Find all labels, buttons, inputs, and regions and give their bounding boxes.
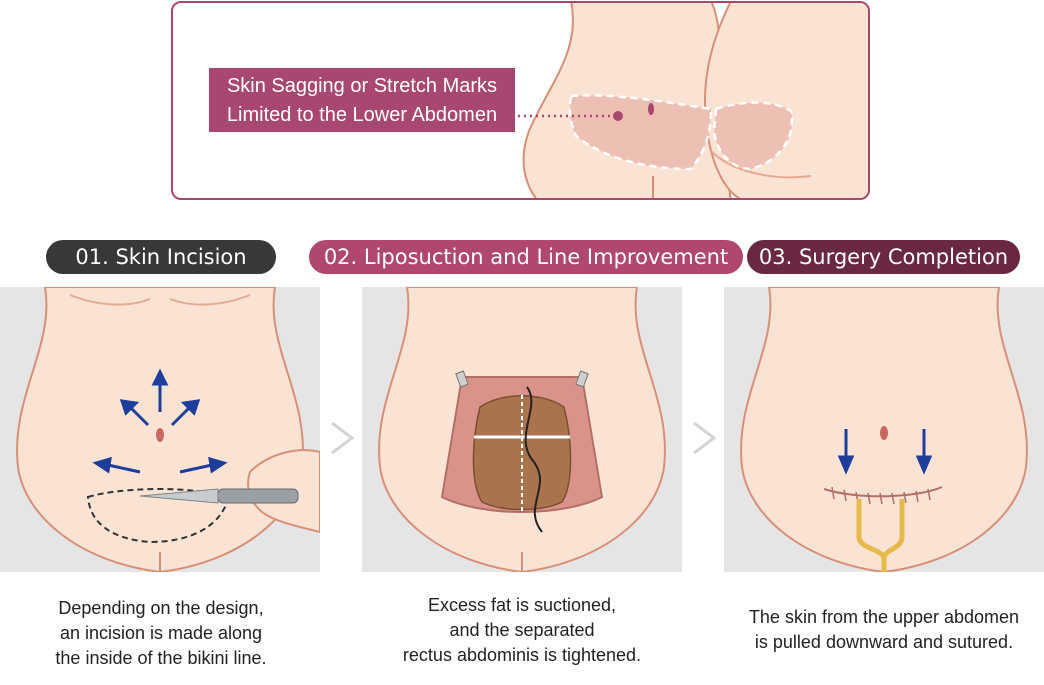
chest-line-left — [69, 294, 151, 306]
overview-panel — [171, 1, 870, 200]
step-3-panel — [724, 287, 1044, 572]
direction-arrow-icon — [92, 368, 228, 474]
step-2-caption: Excess fat is suctioned, and the separat… — [402, 595, 642, 665]
step-1-panel — [0, 287, 320, 572]
right-abdomen-zone — [712, 101, 794, 171]
left-abdomen-zone — [568, 94, 713, 171]
liposuction-illustration — [378, 287, 666, 572]
drain-tube-icon — [856, 499, 905, 572]
torso-right-shape — [703, 3, 868, 198]
suture-stitches — [831, 486, 931, 505]
navel-icon — [156, 428, 164, 442]
step-2-panel — [362, 287, 682, 572]
navel-icon — [880, 426, 888, 440]
callout-line-2: Limited to the Lower Abdomen — [226, 104, 498, 126]
step-2-title: 02. Liposuction and Line Improvement — [309, 240, 743, 274]
lower-abdomen-illustration — [518, 3, 868, 198]
step-3-caption: The skin from the upper abdomen is pulle… — [748, 607, 1020, 652]
incision-line — [86, 488, 230, 544]
retractor-right — [575, 370, 589, 388]
chevron-right-icon — [693, 421, 717, 455]
callout-label: Skin Sagging or Stretch Marks Limited to… — [209, 68, 515, 132]
scalpel-icon — [139, 488, 299, 504]
callout-line-1: Skin Sagging or Stretch Marks — [226, 75, 498, 97]
retractor-left — [455, 370, 469, 388]
callout-dot — [613, 111, 623, 121]
surgery-completion-illustration — [740, 287, 1028, 572]
hip-curve — [710, 150, 812, 179]
suture-thread — [524, 386, 543, 533]
step-3-title: 03. Surgery Completion — [747, 240, 1020, 274]
step-1-title: 01. Skin Incision — [46, 240, 276, 274]
chevron-right-icon — [331, 421, 355, 455]
step-1-caption: Depending on the design, an incision is … — [55, 598, 267, 668]
direction-arrow-icon — [837, 429, 933, 475]
chest-line-right — [169, 294, 251, 306]
skin-incision-illustration — [16, 287, 320, 572]
suture-line — [823, 486, 943, 498]
navel-icon — [648, 103, 654, 115]
